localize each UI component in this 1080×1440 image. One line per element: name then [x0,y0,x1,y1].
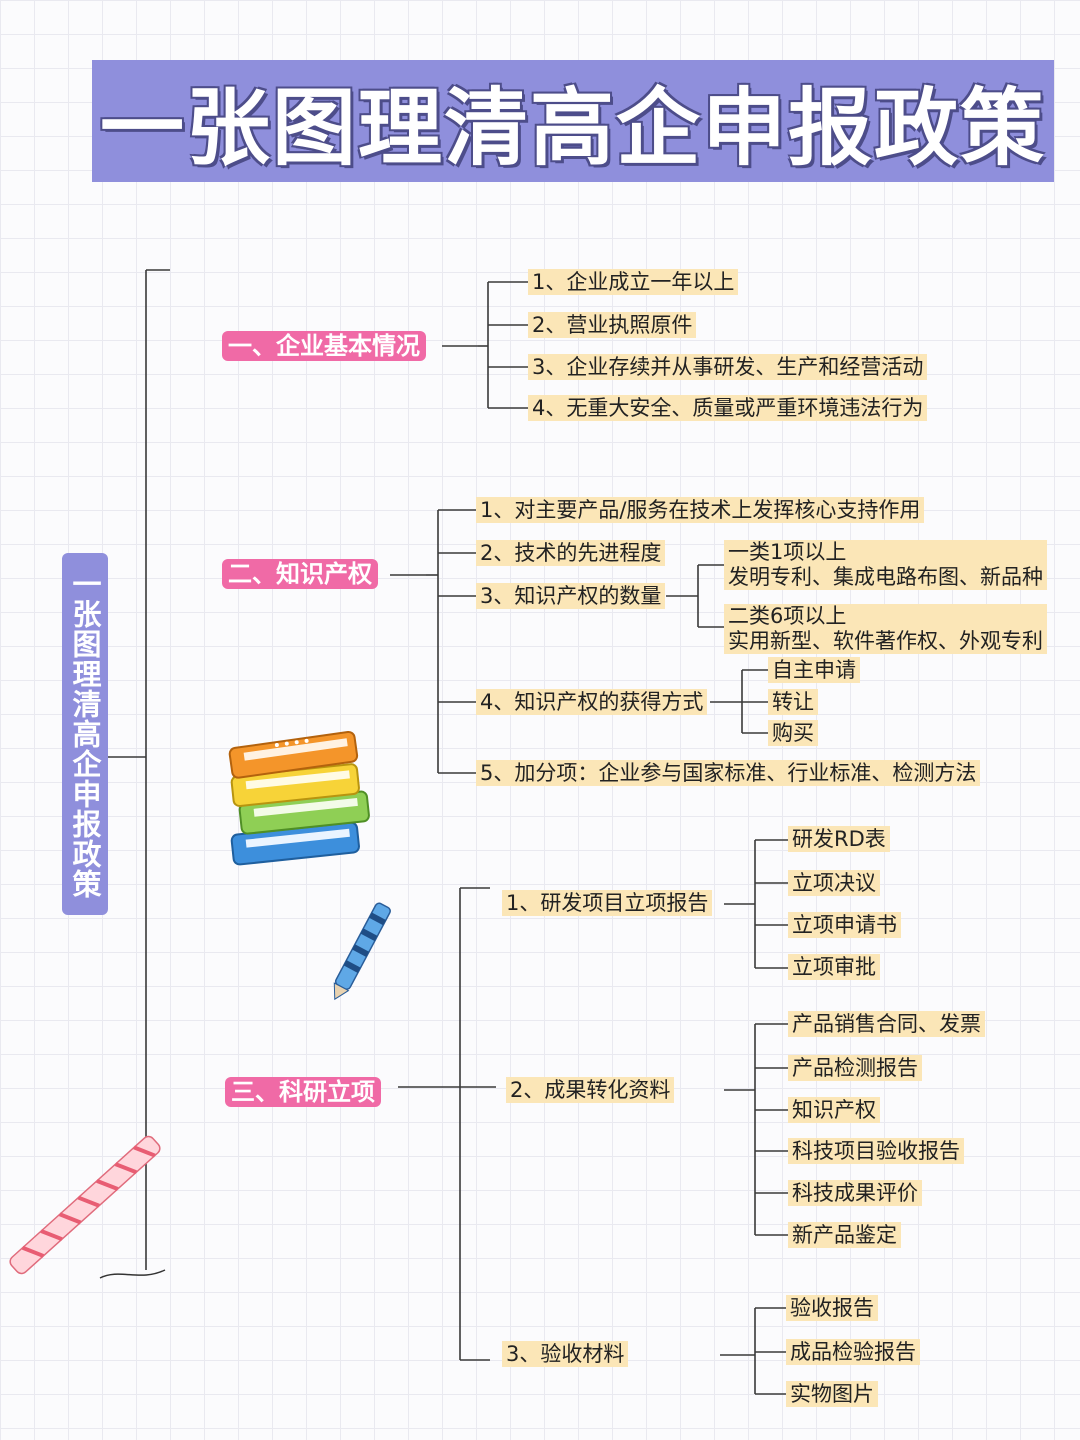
branch-2-item: 3、知识产权的数量 [476,583,666,609]
branch-1-item: 3、企业存续并从事研发、生产和经营活动 [528,354,928,380]
group-2-item: 产品检测报告 [788,1055,922,1081]
group-2-item: 新产品鉴定 [788,1222,901,1248]
group-3-item: 成品检验报告 [786,1339,920,1365]
group-3-item: 验收报告 [786,1295,878,1321]
quantity-class-1-types: 发明专利、集成电路布图、新品种 [728,565,1043,589]
branch-2-label: 二、知识产权 [222,559,378,589]
branch-3-label: 三、科研立项 [225,1077,381,1107]
group-1-item: 立项审批 [788,954,880,980]
root-label: 一张图理清高企申报政策 [68,569,102,899]
group-2-item: 科技项目验收报告 [788,1138,964,1164]
group-3-item: 实物图片 [786,1381,878,1407]
group-2-item: 产品销售合同、发票 [788,1011,985,1037]
group-2-item: 知识产权 [788,1097,880,1123]
pencil-icon [9,1135,166,1279]
quantity-class-1: 一类1项以上 发明专利、集成电路布图、新品种 [724,540,1047,590]
branch-2-item: 4、知识产权的获得方式 [476,689,708,715]
books-icon [228,730,370,866]
branch-3-group-label: 2、成果转化资料 [506,1077,675,1103]
page-title: 一张图理清高企申报政策 [99,78,1046,177]
group-1-item: 立项申请书 [788,912,901,938]
branch-2-item: 1、对主要产品/服务在技术上发挥核心支持作用 [476,497,925,523]
group-1-item: 立项决议 [788,870,880,896]
branch-1-item: 4、无重大安全、质量或严重环境违法行为 [528,395,928,421]
group-2-item: 科技成果评价 [788,1180,922,1206]
root-node: 一张图理清高企申报政策 [62,553,108,915]
quantity-class-1-count: 一类1项以上 [728,540,847,564]
title-banner: 一张图理清高企申报政策 [92,60,1054,182]
pen-icon [333,902,391,1001]
branch-1-label: 一、企业基本情况 [222,331,426,361]
method-item: 自主申请 [768,657,860,683]
branch-1-item: 1、企业成立一年以上 [528,269,739,295]
branch-3-group-label: 3、验收材料 [502,1341,629,1367]
method-item: 转让 [768,689,818,715]
quantity-class-2: 二类6项以上 实用新型、软件著作权、外观专利 [724,604,1047,654]
branch-3-group-label: 1、研发项目立项报告 [502,890,713,916]
branch-1-item: 2、营业执照原件 [528,312,697,338]
group-1-item: 研发RD表 [788,826,890,852]
branch-2-item: 5、加分项：企业参与国家标准、行业标准、检测方法 [476,760,981,786]
quantity-class-2-count: 二类6项以上 [728,604,847,628]
branch-2-item: 2、技术的先进程度 [476,540,666,566]
quantity-class-2-types: 实用新型、软件著作权、外观专利 [728,629,1043,653]
method-item: 购买 [768,720,818,746]
